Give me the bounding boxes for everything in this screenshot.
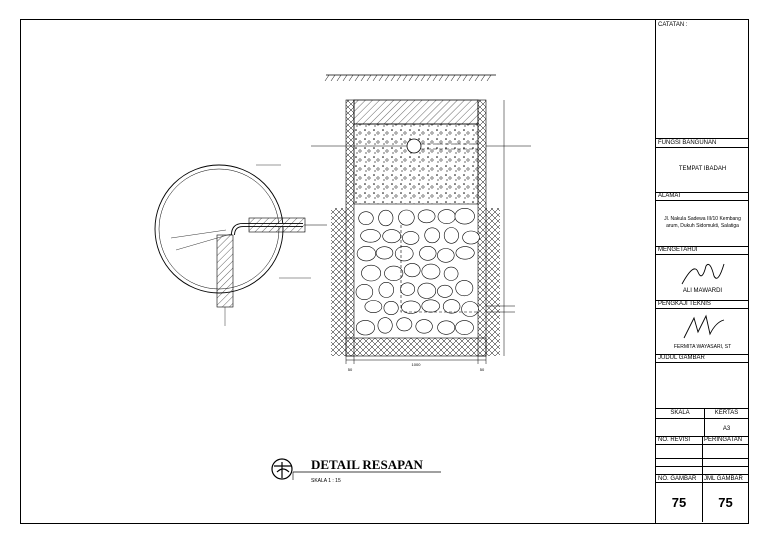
function-label: FUNGSI BANGUNAN	[658, 140, 717, 146]
address-line-2: arum, Dukuh Sidomukti, Salatiga	[666, 223, 739, 229]
resapan-drawing: 50 1000 50 DETAIL RESAPAN	[154, 74, 531, 484]
reviewer-name: FERMITA WAYASARI, ST	[673, 344, 732, 350]
drawing-sheet: 50 1000 50 DETAIL RESAPAN	[20, 19, 749, 524]
warning-label: PERINGATAN	[704, 437, 743, 443]
approver-signature	[681, 263, 725, 285]
drawing-title-label: JUDUL GAMBAR	[658, 355, 705, 361]
reviewer-signature	[683, 314, 725, 339]
sheet-total-label: JML GAMBAR	[704, 476, 743, 482]
address-line-1: Jl. Nakula Sadewa III/10 Kembang	[664, 216, 741, 222]
dimension-right: 50	[480, 367, 485, 372]
title-symbol-icon	[271, 458, 293, 480]
drawing-title: DETAIL RESAPAN	[311, 457, 423, 472]
dimension-left: 50	[348, 367, 353, 372]
pit-section	[311, 99, 531, 357]
sheet-no-label: NO. GAMBAR	[658, 476, 697, 482]
title-block: CATATAN : FUNGSI BANGUNAN TEMPAT IBADAH …	[655, 20, 749, 523]
address-label: ALAMAT	[658, 193, 682, 199]
approver-name: ALI MAWARDI	[682, 288, 723, 294]
plan-detail-circle	[154, 164, 327, 326]
notes-label: CATATAN :	[658, 22, 688, 28]
function-value: TEMPAT IBADAH	[678, 166, 727, 172]
reviewer-label: PENGKAJI TEKNIS	[658, 301, 711, 307]
stone-fill	[355, 208, 480, 336]
bottom-dimension: 50 1000 50	[345, 356, 487, 372]
revision-label: NO. REVISI	[658, 437, 691, 443]
drawing-title-group: DETAIL RESAPAN SKALA 1 : 15	[271, 457, 441, 484]
paper-label: KERTAS	[714, 410, 739, 416]
ground-line	[324, 74, 496, 82]
sheet-total: 75	[718, 495, 733, 510]
scale-label: SKALA	[670, 410, 690, 416]
paper-value: A3	[722, 426, 731, 432]
approved-label: MENGETAHUI	[658, 247, 698, 253]
sheet-no: 75	[671, 495, 687, 510]
dimension-width: 1000	[412, 362, 422, 367]
drawing-scale: SKALA 1 : 15	[311, 478, 341, 484]
